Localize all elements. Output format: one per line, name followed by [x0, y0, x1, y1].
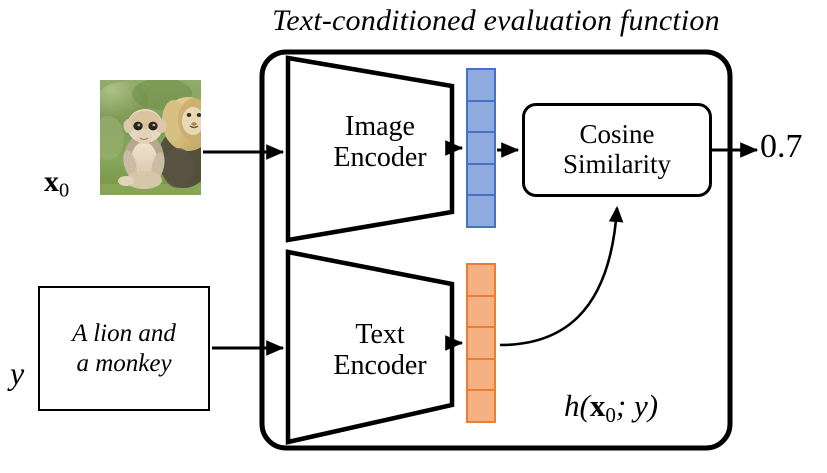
text-embedding-vector — [466, 263, 496, 423]
cosine-similarity-line-2: Similarity — [563, 149, 671, 179]
function-notation-label: h(x0; y) — [564, 388, 658, 428]
text-embedding-cell — [466, 357, 496, 392]
image-embedding-cell — [466, 131, 496, 165]
image-encoder-shape — [285, 55, 455, 243]
function-notation-subscript: 0 — [605, 402, 616, 427]
image-encoder-label-line-1: Image — [345, 111, 415, 142]
function-notation-paren-open: ( — [579, 388, 590, 423]
input-image-label-symbol: x — [44, 165, 59, 198]
function-notation-y: y — [633, 388, 648, 423]
prompt-line-2: a monkey — [76, 349, 172, 377]
prompt-text-content: A lion and a monkey — [66, 319, 182, 378]
text-encoder-label-line-2: Encoder — [333, 349, 427, 381]
function-notation-h: h — [564, 388, 580, 423]
input-text-label: y — [10, 355, 25, 391]
image-embedding-vector — [466, 68, 496, 228]
text-embedding-cell — [466, 326, 496, 360]
cosine-similarity-line-1: Cosine — [579, 119, 655, 150]
prompt-text-box: A lion and a monkey — [38, 286, 210, 411]
text-embedding-cell — [466, 263, 496, 297]
function-notation-paren-close: ) — [647, 388, 659, 423]
function-notation-semicolon: ; — [615, 388, 634, 423]
input-image-label: x0 — [44, 165, 69, 203]
lion-figure — [158, 97, 201, 188]
prompt-line-1: A lion and — [72, 320, 176, 347]
image-embedding-cell — [466, 68, 496, 102]
arrow-text-embedding-to-cosine — [499, 205, 624, 347]
text-embedding-cell — [466, 389, 496, 423]
output-score: 0.7 — [760, 128, 803, 165]
monkey-and-lion-photo — [100, 80, 201, 195]
input-image-thumbnail — [100, 80, 201, 195]
text-encoder-shape — [285, 249, 455, 445]
text-embedding-cell — [466, 294, 496, 329]
image-embedding-cell — [466, 99, 496, 134]
evaluation-function-container — [259, 49, 733, 451]
text-encoder-label: Text Encoder — [300, 319, 460, 382]
diagram-title: Text-conditioned evaluation function — [272, 4, 720, 37]
monkey-figure — [118, 109, 167, 189]
image-embedding-cell — [466, 162, 496, 197]
text-encoder-label-line-1: Text — [355, 319, 405, 350]
image-encoder-label: Image Encoder — [300, 111, 460, 174]
function-notation-x: x — [589, 388, 606, 423]
image-embedding-cell — [466, 194, 496, 228]
input-image-label-subscript: 0 — [59, 179, 70, 202]
cosine-similarity-box: Cosine Similarity — [522, 103, 712, 197]
cosine-similarity-label: Cosine Similarity — [563, 119, 671, 179]
image-encoder-label-line-2: Encoder — [333, 141, 427, 173]
